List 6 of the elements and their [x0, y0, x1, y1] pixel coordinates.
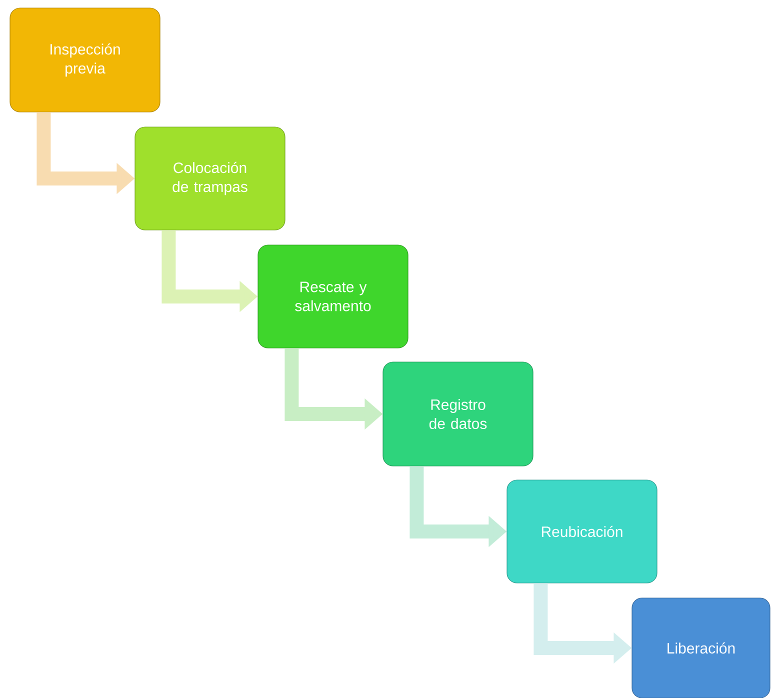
- process-box: Liberación: [632, 598, 770, 698]
- process-box: Colocación de trampas: [134, 126, 286, 230]
- process-box: Inspección previa: [10, 8, 160, 112]
- process-box: Reubicación: [506, 480, 658, 584]
- process-box: Rescate y salvamento: [258, 244, 408, 348]
- process-box: Registro de datos: [382, 362, 534, 466]
